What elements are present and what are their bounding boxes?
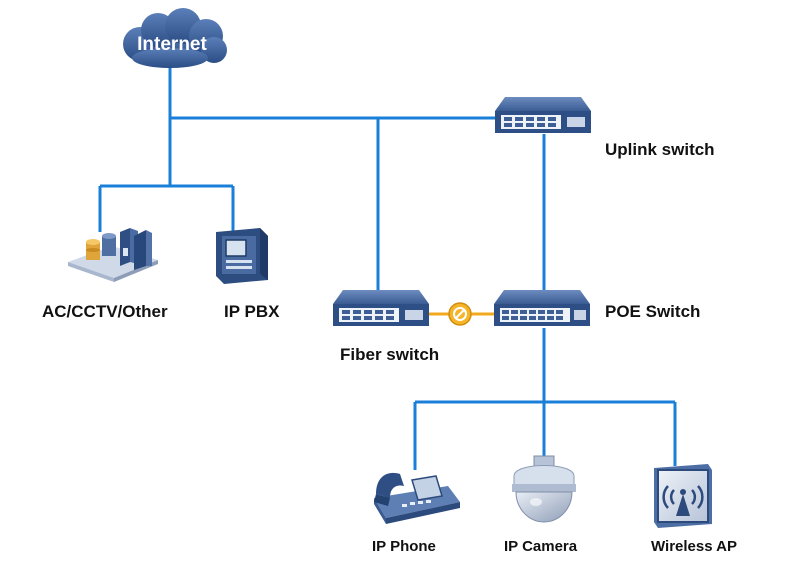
ac-cctv-other-label: AC/CCTV/Other — [42, 302, 168, 321]
wireless-ap-icon — [654, 464, 712, 528]
wireless-ap-node: Wireless AP — [651, 464, 737, 555]
uplink-switch-label: Uplink switch — [605, 140, 715, 159]
wireless-ap-label: Wireless AP — [651, 538, 737, 555]
ip-camera-node: IP Camera — [504, 455, 578, 555]
ip-pbx-label: IP PBX — [224, 302, 280, 321]
internet-label: Internet — [137, 34, 207, 55]
poe-switch-node: POE Switch — [494, 290, 700, 326]
ac-cctv-other-node: AC/CCTV/Other — [42, 228, 168, 321]
cloud-icon — [123, 8, 227, 68]
ip-phone-node: IP Phone — [372, 472, 460, 555]
pbx-icon — [216, 228, 268, 284]
fiber-switch-label: Fiber switch — [340, 345, 439, 364]
uplink-switch-node: Uplink switch — [495, 97, 715, 159]
switch-icon — [494, 290, 590, 326]
dome-camera-icon — [512, 455, 576, 523]
fiber-switch-node: Fiber switch — [333, 290, 439, 364]
fiber-connector-icon — [448, 302, 472, 326]
ip-camera-label: IP Camera — [504, 538, 578, 555]
ip-pbx-node: IP PBX — [216, 228, 280, 321]
ip-phone-label: IP Phone — [372, 538, 436, 555]
switch-icon — [333, 290, 429, 326]
switch-icon — [495, 97, 591, 133]
poe-switch-label: POE Switch — [605, 302, 700, 321]
server-cluster-icon — [68, 228, 158, 282]
internet-node: Internet — [123, 8, 227, 68]
phone-icon — [374, 472, 460, 524]
